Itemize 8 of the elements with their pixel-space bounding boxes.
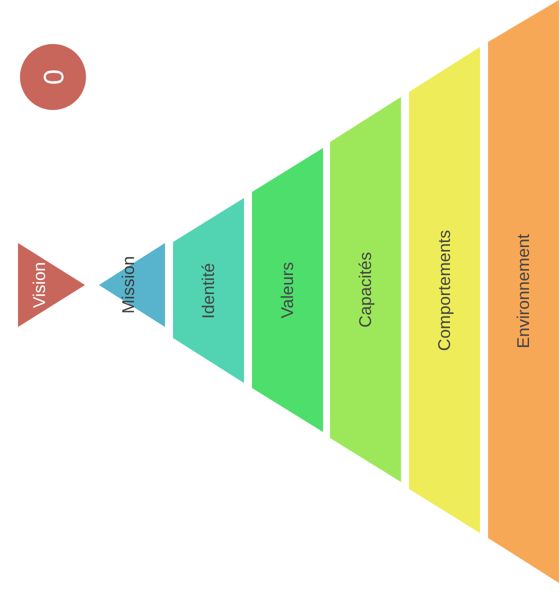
level-label: Vision — [31, 262, 48, 308]
level-label: Capacités — [357, 252, 374, 328]
level-label: Environnement — [515, 234, 532, 349]
level-label: Mission — [120, 256, 137, 314]
level-label: Identité — [200, 262, 217, 318]
number-label: 0 — [39, 69, 67, 85]
level-label: Valeurs — [279, 262, 296, 318]
level-label: Comportements — [436, 230, 453, 350]
